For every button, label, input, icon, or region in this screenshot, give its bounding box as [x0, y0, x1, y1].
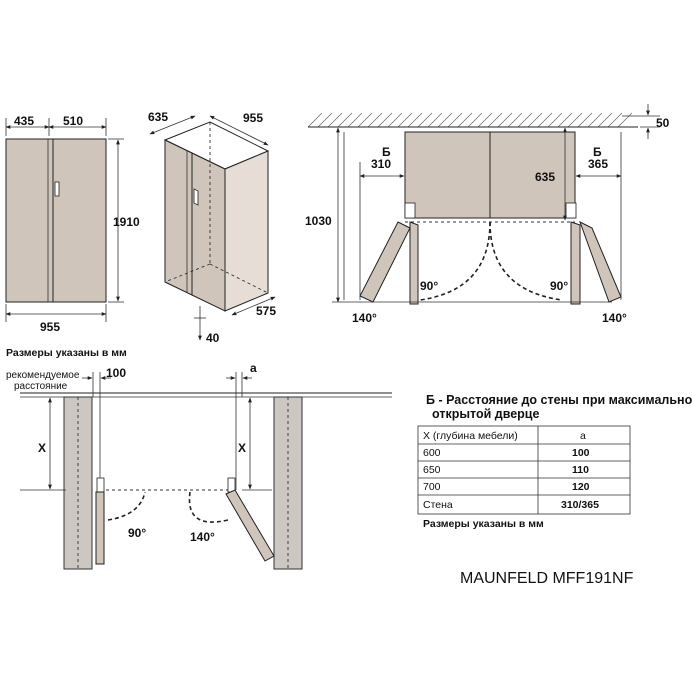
front-right-door [52, 138, 107, 303]
install-arc-90 [107, 491, 146, 521]
iso-front-face [164, 139, 226, 312]
note-mm-top: Размеры указаны в мм [6, 347, 127, 359]
front-left-door [5, 138, 54, 303]
front-width-right: 510 [63, 114, 83, 128]
legend-row-3-x: 700 [423, 481, 441, 493]
legend-row-3-a: 120 [572, 481, 590, 493]
install-view: рекомендуемое расстояние 100 a X X 90° 1… [6, 361, 392, 570]
top-left-swing-arc [419, 221, 491, 301]
legend-col-x: X (глубина мебели) [423, 430, 518, 442]
legend-title-line1: Б - Расстояние до стены при максимально [426, 393, 692, 407]
install-left-door [95, 491, 105, 565]
top-cabinet-depth: 635 [535, 170, 555, 184]
top-left-b-letter: Б [382, 145, 391, 159]
note-mm-bottom: Размеры указаны в мм [423, 518, 544, 530]
iso-depth-bottom: 575 [256, 304, 276, 318]
legend: Б - Расстояние до стены при максимально … [417, 393, 692, 530]
top-angle-right-inner: 90° [550, 279, 568, 293]
legend-title-line2: открытой дверце [432, 407, 539, 421]
top-left-door-open [359, 221, 411, 303]
iso-view: 635 955 575 40 [148, 110, 276, 345]
front-height: 1910 [113, 215, 140, 229]
top-open-depth: 1030 [305, 214, 332, 228]
legend-row-1-x: 600 [423, 447, 441, 459]
front-handle [54, 181, 60, 197]
top-right-b-letter: Б [593, 145, 602, 159]
install-recommended-value: 100 [106, 366, 126, 380]
front-width-left: 435 [14, 114, 34, 128]
iso-side-face [224, 150, 269, 312]
legend-row-4-x: Стена [423, 499, 453, 511]
install-arc-140 [188, 491, 229, 523]
top-wall-gap: 50 [656, 116, 670, 130]
model-name: MAUNFELD MFF191NF [460, 570, 634, 587]
install-right-panel [273, 396, 303, 570]
install-recommended-line2: расстояние [14, 381, 68, 392]
top-wall-hatch [307, 112, 633, 128]
iso-depth: 635 [148, 110, 168, 124]
front-view: 435 510 1910 955 [5, 114, 140, 334]
top-right-door-open [579, 220, 622, 303]
install-x-right: X [238, 441, 246, 455]
legend-row-4-a: 310/365 [561, 499, 599, 511]
front-width-total: 955 [40, 320, 60, 334]
install-angle-90: 90° [128, 526, 146, 540]
top-angle-right-outer: 140° [602, 311, 627, 325]
legend-row-2-a: 110 [572, 464, 589, 476]
top-angle-left-inner: 90° [420, 279, 438, 293]
top-left-door-90 [409, 221, 419, 305]
top-right-swing-arc [489, 221, 563, 301]
install-angle-140: 140° [190, 530, 215, 544]
top-angle-left-outer: 140° [352, 311, 377, 325]
iso-width: 955 [243, 111, 263, 125]
top-left-b-value: 310 [371, 157, 391, 171]
install-gap-letter: a [250, 361, 257, 375]
iso-clearance: 40 [206, 331, 220, 345]
legend-col-a: a [580, 430, 586, 442]
top-view: 50 Б 310 Б 365 635 1030 [305, 104, 670, 325]
top-right-b-value: 365 [588, 157, 608, 171]
legend-table: X (глубина мебели) a 600 100 650 110 700… [417, 425, 631, 515]
install-recommended-line1: рекомендуемое [6, 370, 80, 381]
top-right-door-90 [570, 221, 581, 305]
legend-row-1-a: 100 [572, 447, 590, 459]
install-right-door [225, 489, 275, 562]
legend-row-2-x: 650 [423, 464, 441, 476]
install-x-left: X [38, 441, 46, 455]
